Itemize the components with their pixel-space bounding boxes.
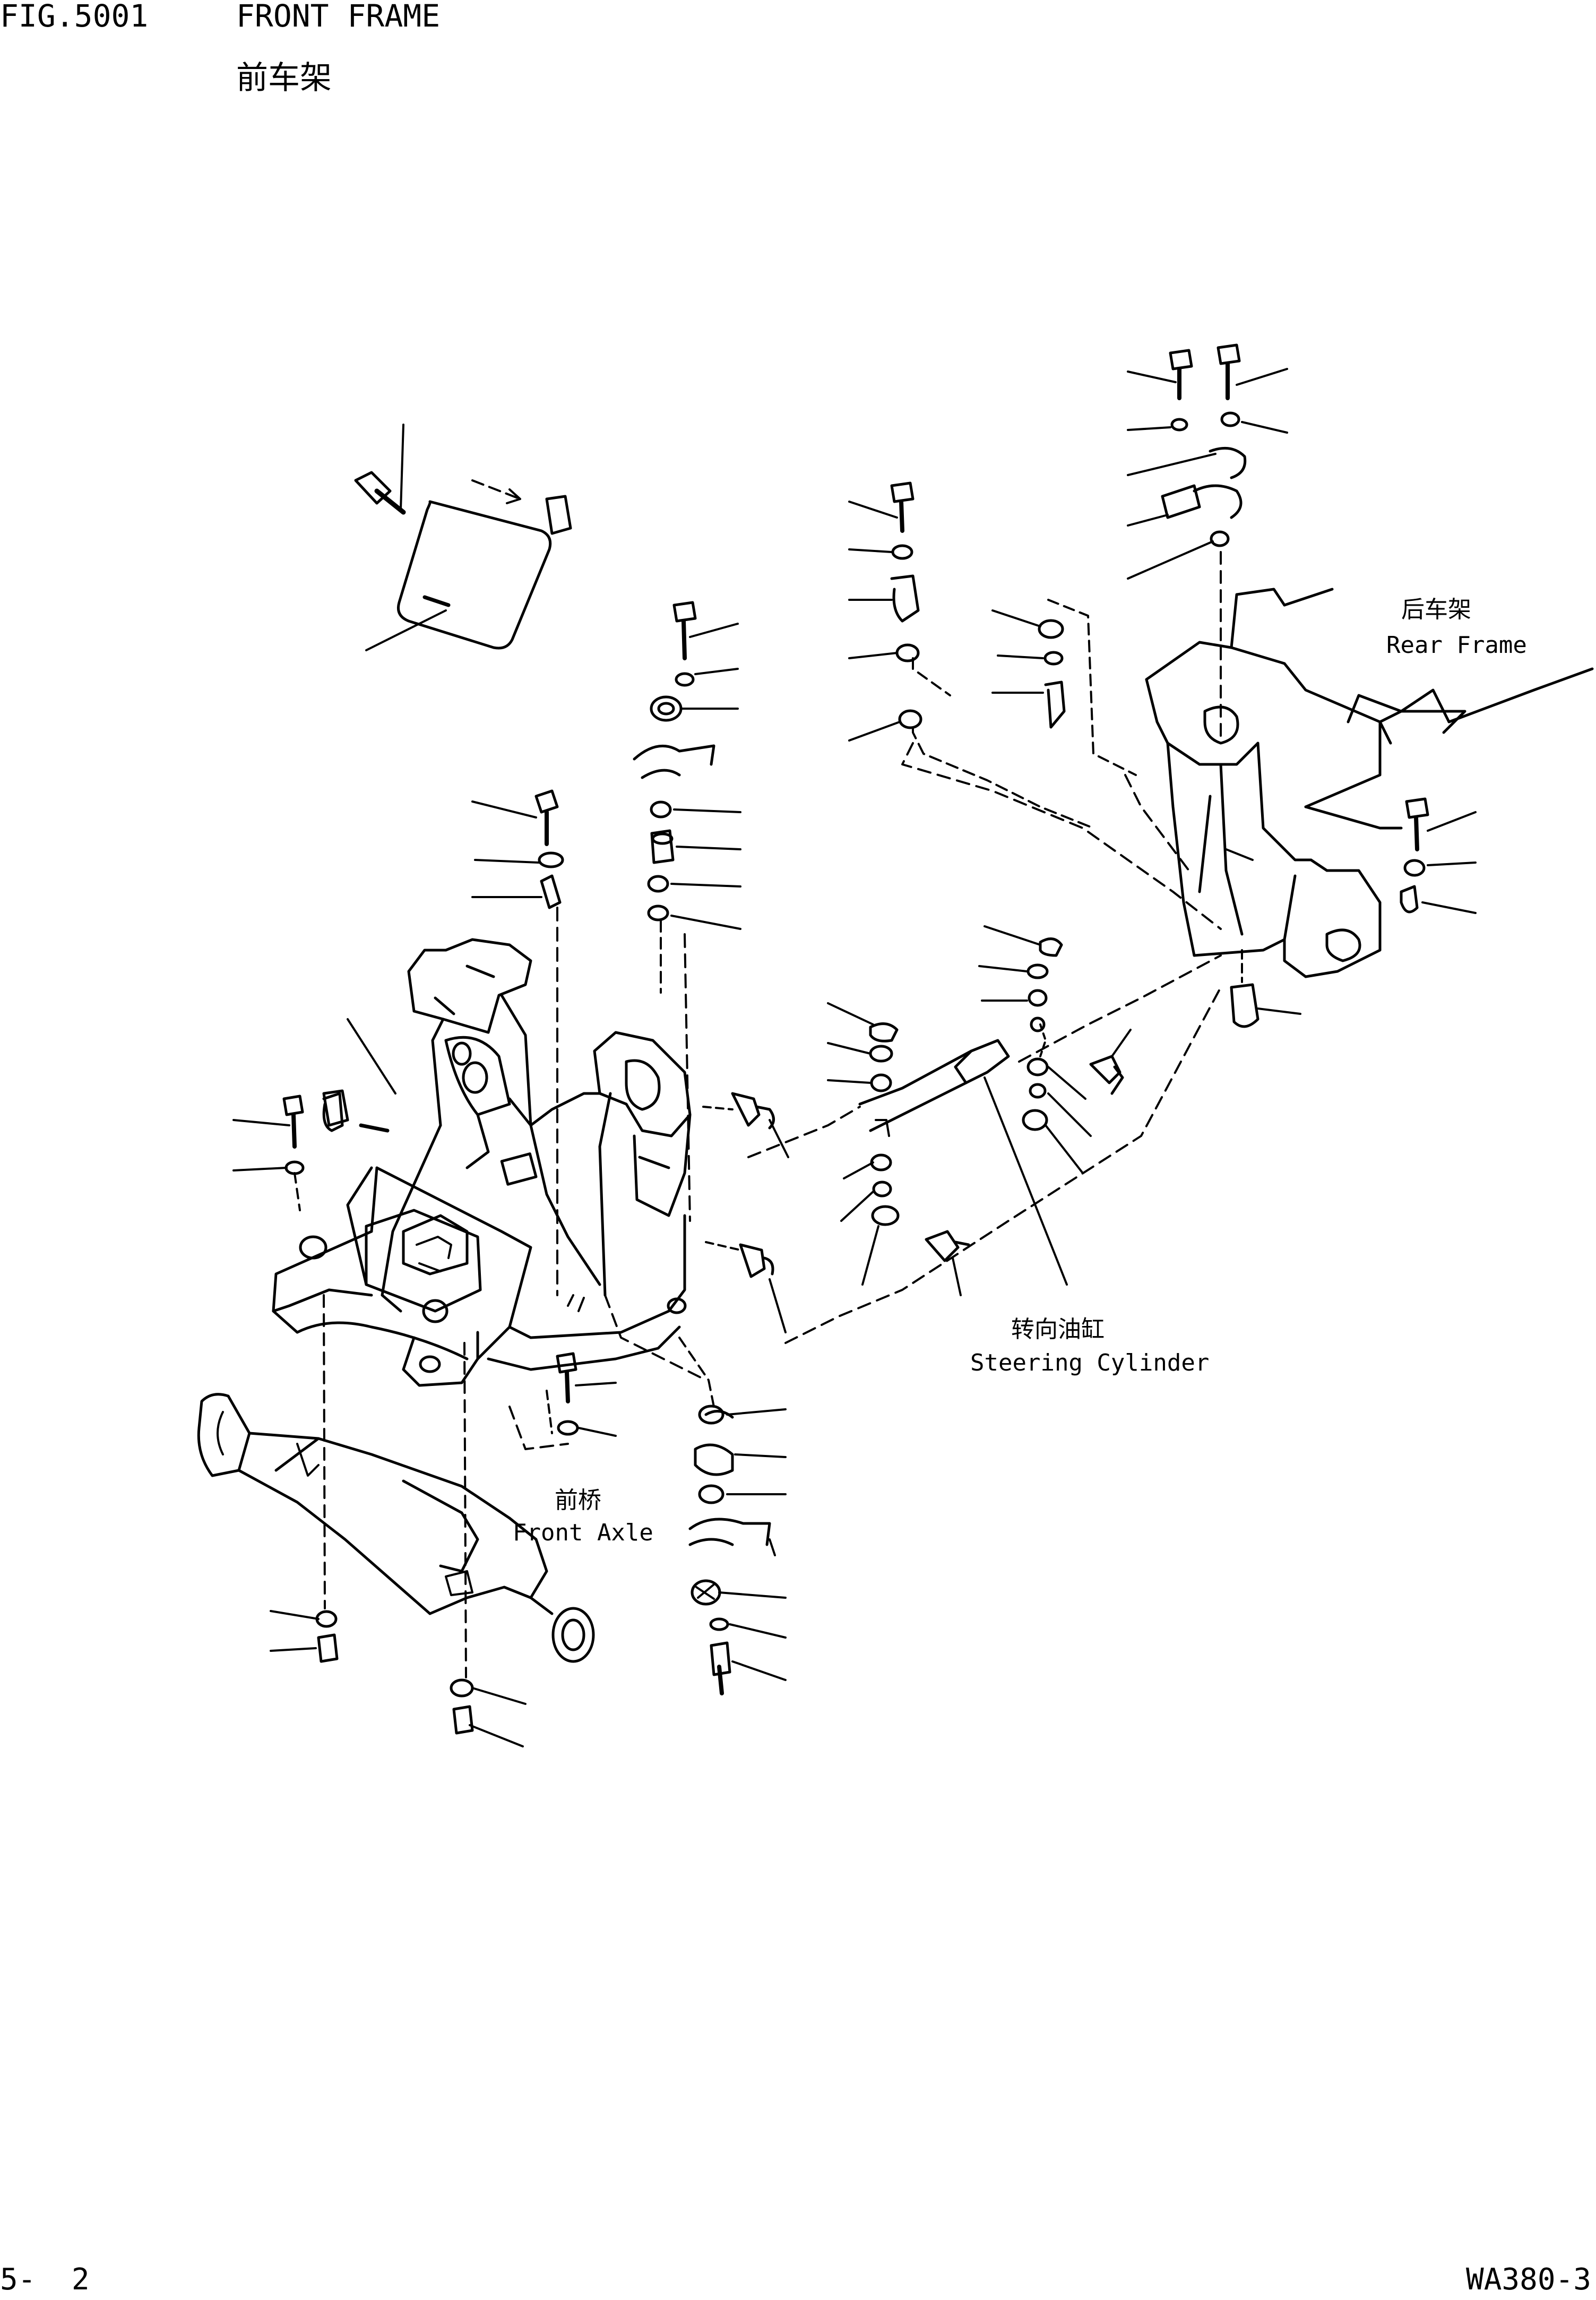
small-clips bbox=[322, 1089, 349, 1127]
fasteners-lower-center bbox=[546, 1337, 787, 1695]
figure-title-english: FRONT FRAME bbox=[236, 0, 441, 34]
fasteners-left-upper bbox=[471, 601, 741, 994]
front-axle-label-chinese: 前桥 bbox=[555, 1487, 601, 1514]
front-axle-label-english: Front Axle bbox=[513, 1519, 653, 1546]
fasteners-rear-center bbox=[848, 481, 1137, 829]
figure-number: FIG.5001 bbox=[0, 0, 149, 34]
rear-frame bbox=[1145, 588, 1594, 978]
figure-title-chinese: 前车架 bbox=[236, 59, 332, 97]
steering-cylinder bbox=[858, 1039, 1068, 1286]
alignment-lines bbox=[508, 742, 1222, 1450]
front-frame-body bbox=[272, 938, 692, 1387]
cover-plate bbox=[354, 424, 572, 651]
steering-cylinder-label-chinese: 转向油缸 bbox=[1011, 1316, 1105, 1343]
fasteners-rear-right bbox=[1230, 797, 1477, 1028]
fasteners-middle-column bbox=[827, 925, 1092, 1286]
rear-frame-label-chinese: 后车架 bbox=[1401, 596, 1471, 623]
page-number: 5- 2 bbox=[0, 2262, 90, 2297]
fittings-center bbox=[702, 1029, 1132, 1333]
steering-cylinder-label-english: Steering Cylinder bbox=[970, 1349, 1210, 1376]
fasteners-lower-left bbox=[270, 1294, 527, 1747]
fasteners-rear-upper bbox=[1127, 343, 1288, 739]
front-axle bbox=[197, 1393, 595, 1663]
machine-model: WA380-3 bbox=[1466, 2262, 1592, 2297]
rear-frame-label-english: Rear Frame bbox=[1386, 632, 1527, 659]
fasteners-left-side bbox=[232, 1018, 396, 1211]
